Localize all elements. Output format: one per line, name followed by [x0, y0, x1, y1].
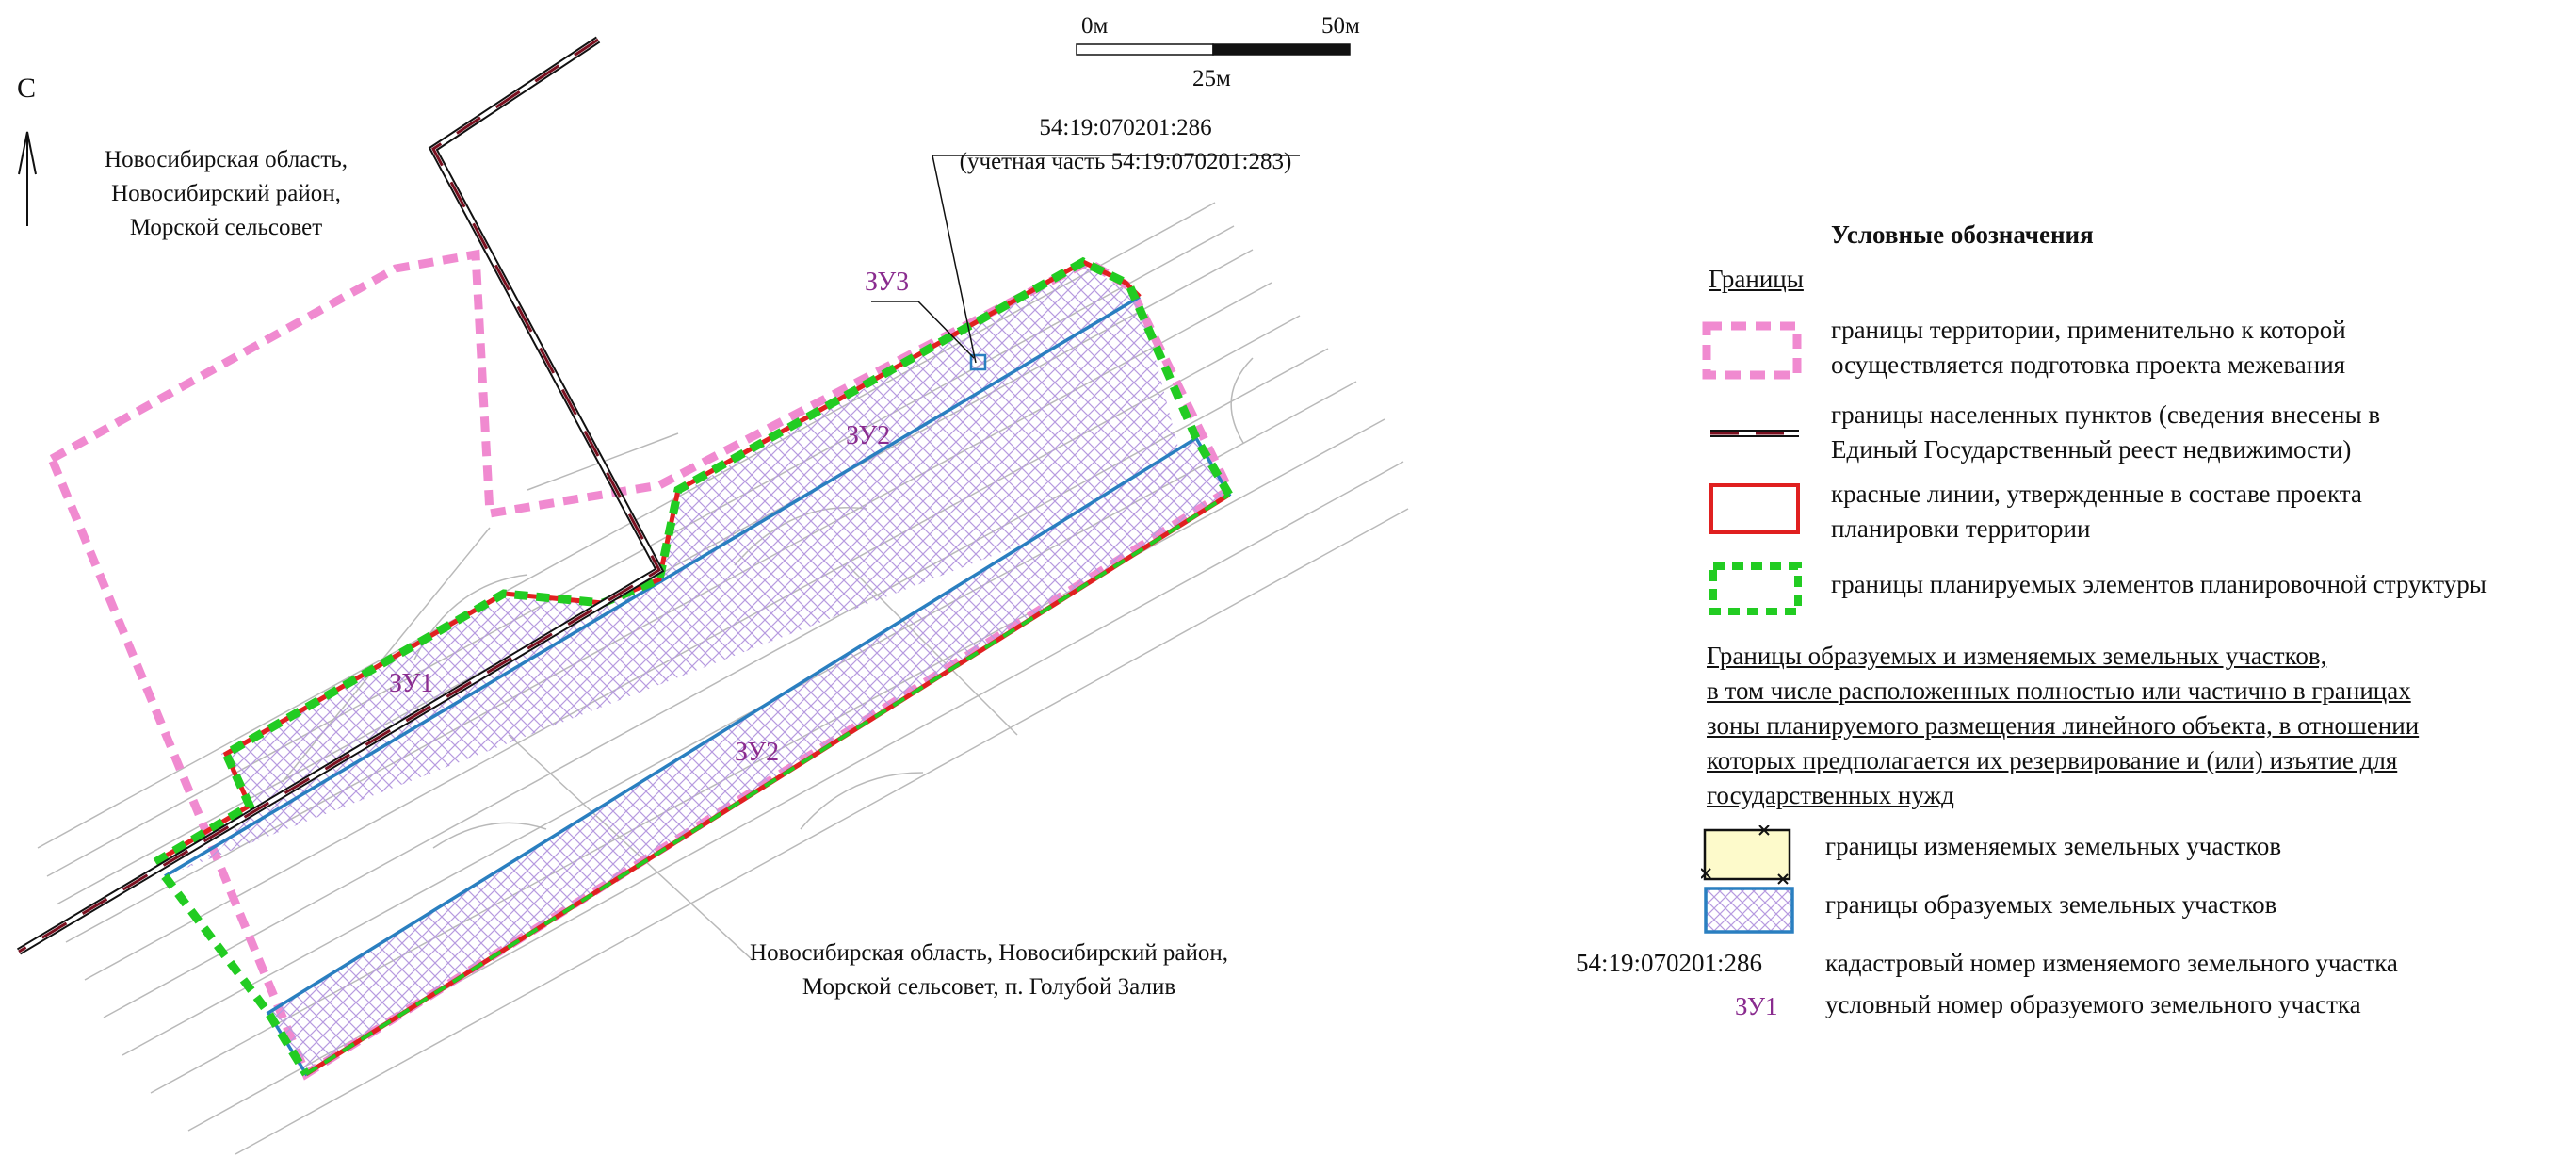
legend-item-settlement-boundary: границы населенных пунктов (сведения вне… — [1831, 400, 2381, 464]
legend-symbol-changed-plot — [1701, 825, 1791, 885]
planning-structure-boundaries — [153, 256, 1233, 1077]
region-label-nw: Новосибирская область, Новосибирский рай… — [105, 147, 348, 240]
legend-item-planning-structure: границы планируемых элементов планировоч… — [1831, 570, 2487, 598]
topographic-background — [37, 202, 1409, 1155]
formed-plot-south — [268, 438, 1229, 1074]
zu3-plot — [969, 353, 987, 371]
scale-start-label: 0м — [1081, 13, 1109, 39]
north-label: С — [17, 73, 37, 104]
scale-end-label: 50м — [1321, 13, 1360, 39]
legend-item-plot-number: условный номер образуемого земельного уч… — [1825, 990, 2361, 1018]
legend-key-plot-number: ЗУ1 — [1735, 992, 1778, 1020]
plot-label-zu2-south: ЗУ2 — [735, 738, 780, 767]
legend-group-borders: Границы — [1709, 265, 1804, 293]
legend-item-red-lines: красные линии, утвержденные в составе пр… — [1831, 480, 2362, 543]
legend-key-cadastral: 54:19:070201:286 — [1576, 949, 1763, 977]
zu3-leader-line — [871, 301, 975, 359]
project-boundary-line — [47, 249, 1235, 1081]
cadastral-leader-pointer — [932, 155, 977, 364]
legend-item-project-boundary: границы территории, применительно к кото… — [1831, 316, 2346, 379]
legend-item-formed-plot: границы образуемых земельных участков — [1825, 890, 2277, 919]
settlement-boundary — [16, 36, 665, 955]
map-canvas — [16, 36, 1409, 1155]
legend-symbol-red-lines — [1709, 483, 1800, 534]
plot-label-zu1: ЗУ1 — [389, 669, 434, 698]
north-arrow-icon — [18, 131, 37, 226]
plot-label-zu3: ЗУ3 — [865, 268, 910, 297]
legend-item-cadastral: кадастровый номер изменяемого земельного… — [1825, 949, 2398, 977]
legend-symbol-planning-structure — [1709, 562, 1802, 615]
region-label-south: Новосибирская область, Новосибирский рай… — [750, 940, 1228, 1000]
legend-group-plots: Границы образуемых и изменяемых земельны… — [1707, 642, 2420, 809]
legend-symbol-formed-plot — [1704, 887, 1794, 934]
legend-symbol-settlement-boundary — [1710, 430, 1799, 437]
scale-mid-label: 25м — [1192, 66, 1231, 91]
legend-item-changed-plot: границы изменяемых земельных участков — [1825, 832, 2282, 860]
legend-symbol-project-boundary — [1702, 321, 1802, 380]
cadastral-callout: 54:19:070201:286 (учетная часть 54:19:07… — [959, 115, 1292, 174]
legend-title: Условные обозначения — [1831, 220, 2094, 249]
scale-bar — [1076, 43, 1351, 56]
plot-label-zu2-north: ЗУ2 — [846, 421, 891, 450]
